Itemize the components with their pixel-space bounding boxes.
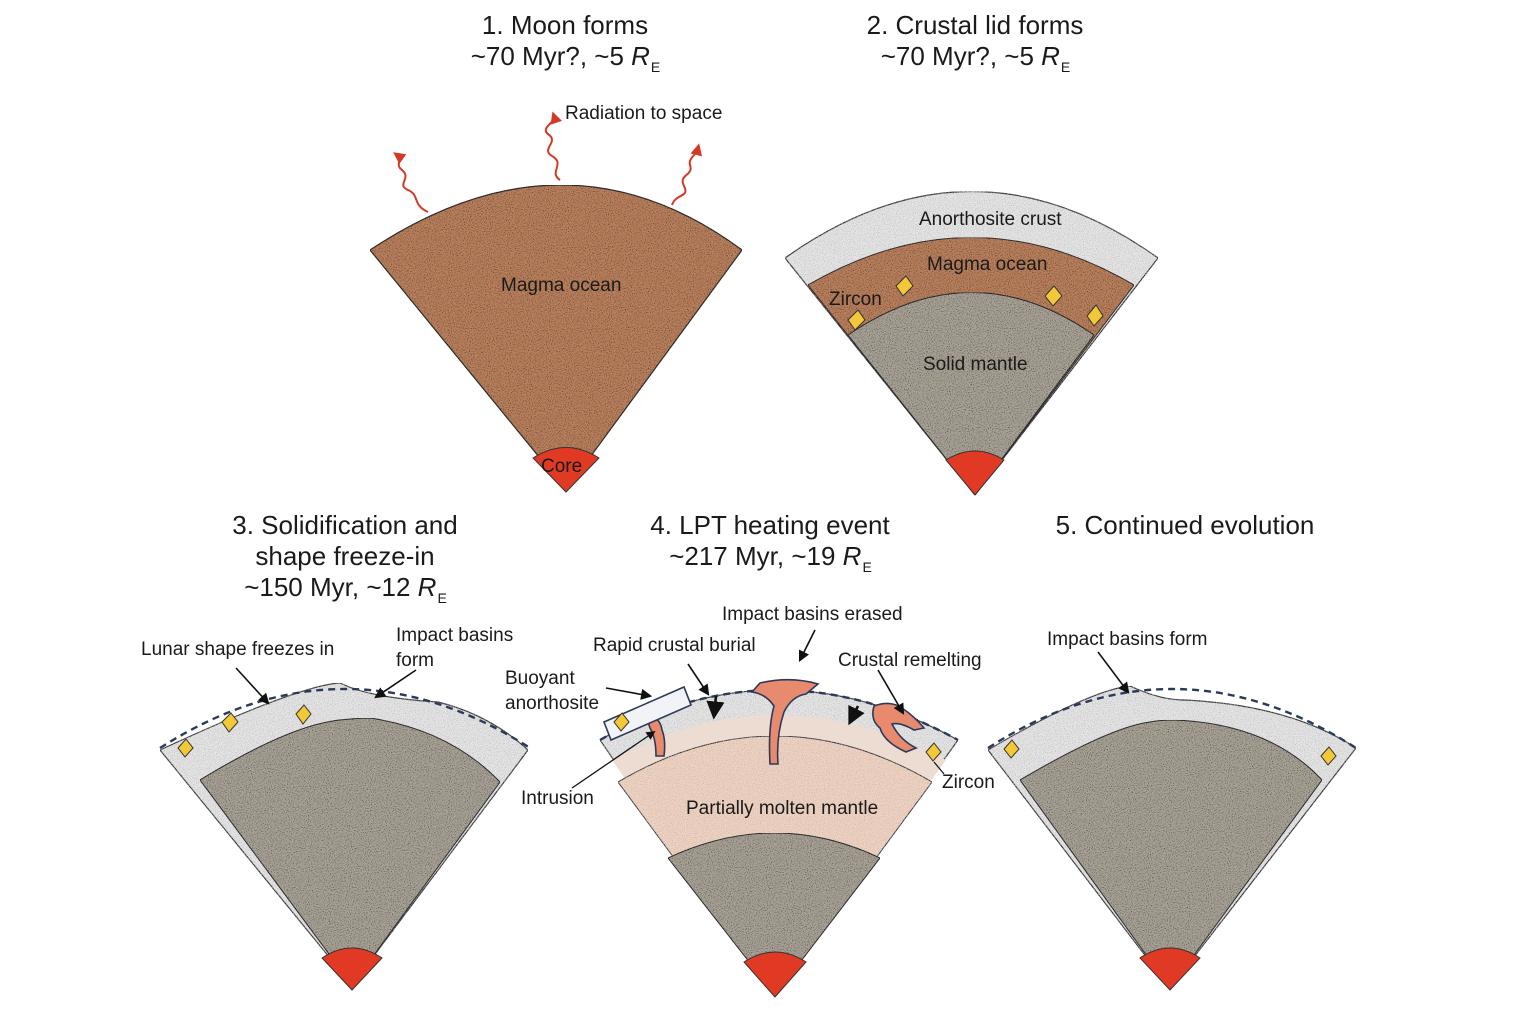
p1-title: 1. Moon forms ~70 Myr?, ~5 RE [430,10,700,76]
p2-crust-label: Anorthosite crust [919,209,1062,230]
p4-burial-arrow [687,663,710,696]
panel-4-wedge [571,629,959,998]
p4-zircon-arrow [933,761,945,775]
p1-radiation-label: Radiation to space [565,103,723,124]
p1-core [532,447,600,493]
p4-intrusion-arrow [571,730,656,789]
p4-buoyant-label-line1: Buoyant [505,668,575,689]
p2-zircon-crystal [1044,285,1063,307]
p2-zircon-label: Zircon [829,289,882,310]
p2-title: 2. Crustal lid forms ~70 Myr?, ~5 RE [830,10,1120,76]
p1-magma-label: Magma ocean [501,275,622,296]
p3-title-subscript: E [437,590,447,606]
panel-1-wedge [369,111,743,493]
p4-remelt-arrow [877,669,905,715]
p2-title-age: ~70 Myr?, ~5 [880,41,1042,71]
p4-title-line2: ~217 Myr, ~19 RE [620,541,920,576]
p4-sink-arrow [848,704,865,726]
p3-title-line2: shape freeze-in [255,541,435,571]
p3-basin-arrow [374,669,417,699]
p4-core [743,951,807,998]
p4-title: 4. LPT heating event ~217 Myr, ~19 RE [620,510,920,576]
p4-buoyant-anorthosite-block [602,685,693,742]
p4-remelt-channel-center [750,678,820,765]
p4-buoyant-label-line2: anorthosite [505,693,600,714]
p4-mantle-layer [667,832,881,996]
p3-basins-label-line1: Impact basins [396,625,514,646]
p3-title-line3: ~150 Myr, ~12 RE [200,572,490,607]
p4-burial-label: Rapid crustal burial [593,635,756,656]
p2-zircon-crystal [895,275,914,297]
p3-basins-label-line2: form [396,650,434,671]
radiation-arrow-left [393,152,429,213]
panel-2-wedge [784,191,1159,496]
p5-core [1139,947,1201,991]
p2-zircon-crystal [847,309,866,331]
p5-title-line1: 5. Continued evolution [1055,510,1315,540]
radiation-arrow-right [671,143,703,206]
p4-title-line1: 4. LPT heating event [650,510,890,540]
p4-intrusion-label: Intrusion [521,788,594,809]
p1-title-subscript: E [650,59,661,75]
p3-title-radius-symbol: R [417,572,437,602]
p2-title-line2: ~70 Myr?, ~5 RE [830,41,1120,76]
panel-3-wedge [159,667,531,991]
p1-title-line1: 1. Moon forms [481,10,649,40]
p4-erased-arrow [798,629,816,663]
p2-title-subscript: E [1060,59,1071,75]
p3-original-shape-dashed [159,687,531,750]
radiation-arrow-middle [544,111,562,181]
p5-zircon-crystal [1320,746,1337,766]
p4-zircon-label: Zircon [942,772,995,793]
p4-molten-label: Partially molten mantle [686,798,879,819]
p5-mantle-layer [1019,719,1323,989]
p3-title: 3. Solidification and shape freeze-in ~1… [200,510,490,607]
p3-title-age: ~150 Myr, ~12 [244,572,418,602]
p3-shape-arrow [235,667,270,705]
p3-zircon-crystal [221,712,239,733]
p2-core [945,450,1005,496]
p1-title-line2: ~70 Myr?, ~5 RE [430,41,700,76]
p1-magma-layer [369,184,743,491]
p3-title-line1: 3. Solidification and [232,510,458,540]
p5-basins-label: Impact basins form [1047,629,1208,650]
p4-zircon-crystal [925,742,942,762]
panel-5-wedge [987,651,1357,991]
p4-sink-arrow [706,695,725,720]
p2-mantle-label: Solid mantle [923,354,1028,375]
p3-shape-label: Lunar shape freezes in [141,639,335,660]
p1-core-label: Core [541,456,583,477]
p5-zircon-crystal [1003,739,1020,759]
p4-buoyant-arrow [605,687,653,700]
p3-zircon-crystal [295,704,312,725]
p2-zircon-crystal [1086,304,1104,327]
p5-title: 5. Continued evolution [1030,510,1340,541]
p4-erased-label: Impact basins erased [722,604,903,625]
p2-mantle-layer [847,292,1095,496]
p3-mantle-layer [199,717,501,986]
p2-title-line1: 2. Crustal lid forms [866,10,1084,40]
p1-title-age: ~70 Myr?, ~5 [470,41,632,71]
p5-original-shape-dashed [987,687,1357,750]
p4-title-radius-symbol: R [842,541,862,571]
p3-core [321,947,383,991]
p2-magma-label: Magma ocean [927,254,1048,275]
p1-title-radius-symbol: R [631,41,650,71]
p4-title-age: ~217 Myr, ~19 [669,541,843,571]
p4-title-subscript: E [862,559,872,575]
p2-title-radius-symbol: R [1041,41,1060,71]
p5-basin-arrow [1097,651,1130,694]
p4-remelt-label: Crustal remelting [838,650,982,671]
p4-zircon-crystal [613,712,630,732]
p3-zircon-crystal [177,738,194,758]
